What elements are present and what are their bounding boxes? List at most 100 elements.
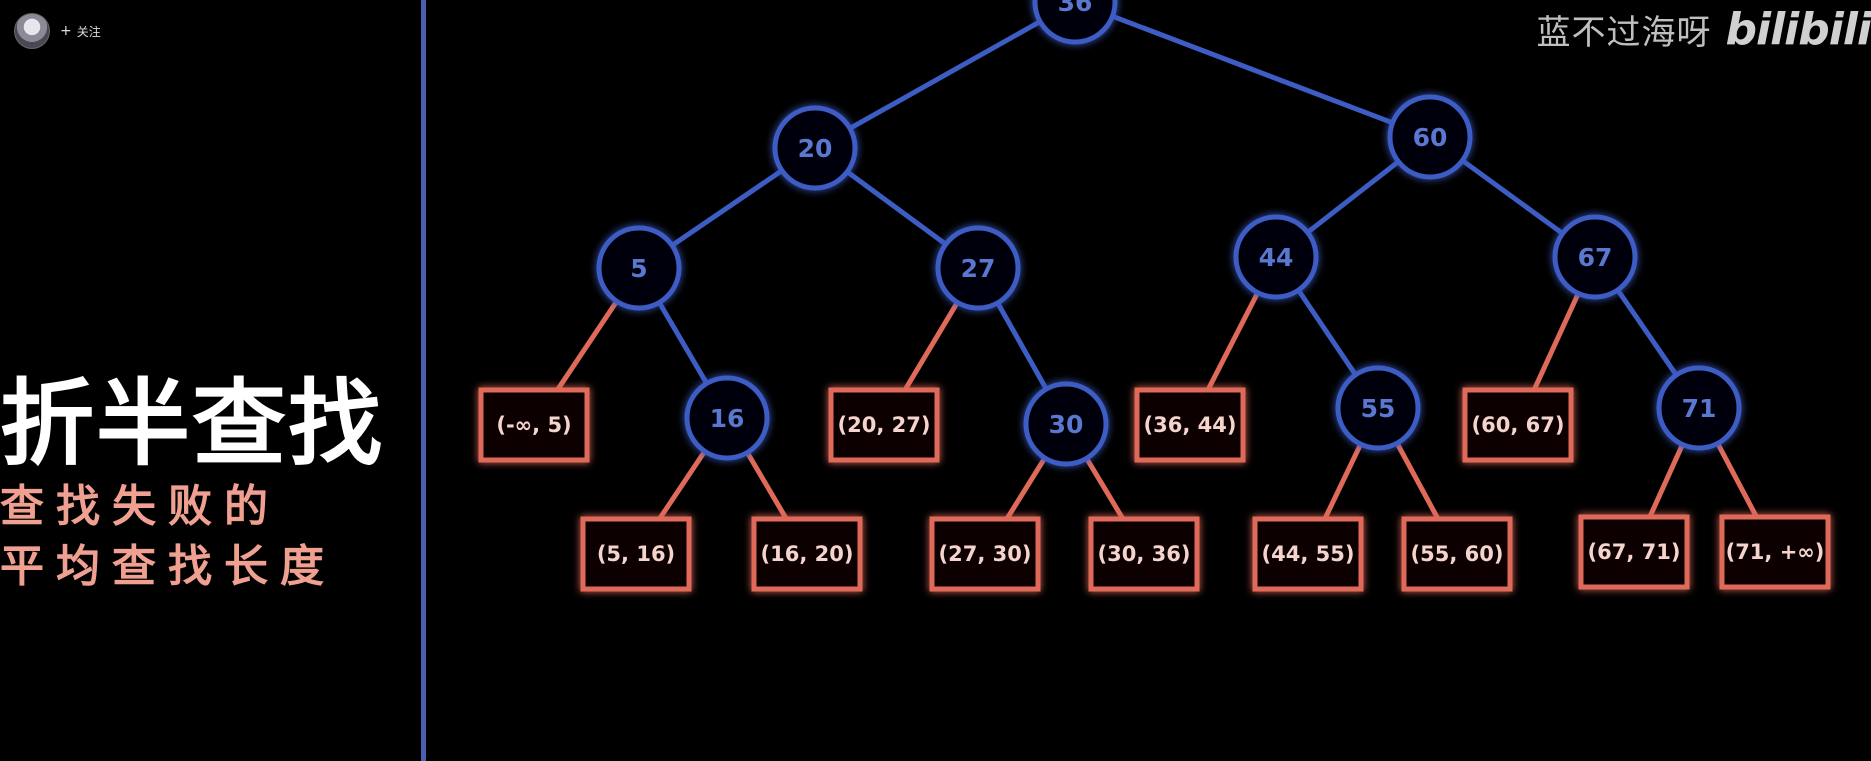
failure-interval-box: (60, 67) bbox=[1462, 387, 1574, 463]
failure-interval-box: (5, 16) bbox=[580, 516, 692, 592]
tree-edge bbox=[1296, 288, 1358, 377]
tree-node-circle bbox=[1552, 214, 1638, 300]
bilibili-logo: bilibili bbox=[1725, 4, 1871, 55]
failure-interval-rect bbox=[580, 516, 692, 592]
tree-edge bbox=[1306, 159, 1400, 235]
failure-interval-label: (55, 60) bbox=[1411, 542, 1504, 566]
tree-edge bbox=[1111, 13, 1394, 126]
failure-interval-box: (20, 27) bbox=[828, 387, 940, 463]
failure-interval-rect bbox=[1088, 516, 1200, 592]
tree-node-circle bbox=[684, 375, 770, 461]
tree-node: 27 bbox=[935, 225, 1021, 311]
tree-node-circle bbox=[1335, 365, 1421, 451]
tree-edge bbox=[1715, 442, 1759, 519]
failure-interval-label: (20, 27) bbox=[838, 413, 931, 437]
tree-node-label: 55 bbox=[1361, 394, 1396, 423]
failure-interval-box: (36, 44) bbox=[1134, 387, 1246, 463]
tree-node: 36 bbox=[1032, 0, 1118, 45]
tree-node: 67 bbox=[1552, 214, 1638, 300]
tree-node-label: 30 bbox=[1049, 410, 1084, 439]
follow-bar: + 关注 bbox=[14, 13, 101, 49]
author-name: 蓝不过海呀 bbox=[1536, 13, 1712, 53]
failure-interval-rect bbox=[1252, 516, 1364, 592]
tree-edge bbox=[1205, 291, 1260, 392]
failure-interval-label: (71, +∞) bbox=[1726, 540, 1825, 564]
tree-edge bbox=[995, 301, 1049, 391]
tree-node-circle bbox=[596, 225, 682, 311]
tree-node-label: 44 bbox=[1259, 243, 1294, 272]
failure-interval-box: (16, 20) bbox=[751, 516, 863, 592]
tree-edge bbox=[1615, 288, 1679, 377]
tree-node: 60 bbox=[1387, 94, 1473, 180]
failure-interval-box: (55, 60) bbox=[1401, 516, 1513, 592]
failure-interval-box: (71, +∞) bbox=[1719, 514, 1831, 590]
failure-interval-label: (16, 20) bbox=[761, 542, 854, 566]
tree-edge bbox=[1322, 442, 1363, 521]
failure-interval-box: (67, 71) bbox=[1578, 514, 1690, 590]
failure-interval-rect bbox=[478, 387, 590, 463]
failure-interval-rect bbox=[1462, 387, 1574, 463]
failure-interval-label: (27, 30) bbox=[939, 542, 1032, 566]
failure-interval-rect bbox=[1401, 516, 1513, 592]
failure-interval-label: (67, 71) bbox=[1588, 540, 1681, 564]
failure-interval-label: (-∞, 5) bbox=[496, 413, 571, 437]
tree-node-circle bbox=[772, 105, 858, 191]
tree-node-circle bbox=[935, 225, 1021, 311]
tree-node-circle bbox=[1387, 94, 1473, 180]
tree-node-label: 27 bbox=[961, 254, 996, 283]
failure-interval-rect bbox=[929, 516, 1041, 592]
failure-interval-label: (5, 16) bbox=[597, 542, 675, 566]
failure-interval-rect bbox=[1719, 514, 1831, 590]
tree-edge bbox=[657, 301, 709, 385]
tree-node: 20 bbox=[772, 105, 858, 191]
failure-interval-rect bbox=[1578, 514, 1690, 590]
avatar[interactable] bbox=[14, 13, 50, 49]
tree-node-circle bbox=[1656, 365, 1742, 451]
failure-interval-label: (44, 55) bbox=[1262, 542, 1355, 566]
tree-edge bbox=[1084, 457, 1126, 521]
failure-interval-box: (-∞, 5) bbox=[478, 387, 590, 463]
tree-node-label: 71 bbox=[1682, 394, 1717, 423]
tree-node-label: 16 bbox=[710, 404, 745, 433]
tree-node: 55 bbox=[1335, 365, 1421, 451]
watermark: 蓝不过海呀 bilibili bbox=[1537, 4, 1871, 55]
failure-interval-label: (60, 67) bbox=[1472, 413, 1565, 437]
follow-button[interactable]: + 关注 bbox=[60, 23, 101, 40]
tree-node-label: 5 bbox=[630, 254, 647, 283]
failure-interval-rect bbox=[1134, 387, 1246, 463]
title-main: 折半查找 bbox=[0, 370, 385, 479]
vertical-divider bbox=[421, 0, 426, 761]
tree-node-circle bbox=[1233, 214, 1319, 300]
tree-edge bbox=[745, 451, 789, 521]
failure-interval-box: (27, 30) bbox=[929, 516, 1041, 592]
tree-node-label: 60 bbox=[1413, 123, 1448, 152]
failure-interval-box: (44, 55) bbox=[1252, 516, 1364, 592]
tree-node-label: 67 bbox=[1578, 243, 1613, 272]
failure-interval-rect bbox=[828, 387, 940, 463]
tree-node: 5 bbox=[596, 225, 682, 311]
tree-node: 16 bbox=[684, 375, 770, 461]
failure-interval-label: (30, 36) bbox=[1098, 542, 1191, 566]
tree-node-label: 36 bbox=[1058, 0, 1093, 17]
tree-node-circle bbox=[1032, 0, 1118, 45]
tree-edge bbox=[555, 299, 619, 392]
tree-edge bbox=[1004, 456, 1047, 521]
tree-edge bbox=[845, 169, 948, 247]
tree-node: 44 bbox=[1233, 214, 1319, 300]
tree-node-circle bbox=[1023, 381, 1109, 467]
subtitle-line-1: 查找失败的 bbox=[0, 481, 280, 532]
tree-node-label: 20 bbox=[798, 134, 833, 163]
tree-node: 71 bbox=[1656, 365, 1742, 451]
failure-interval-label: (36, 44) bbox=[1144, 413, 1237, 437]
plus-icon: + bbox=[60, 23, 72, 39]
tree-edge bbox=[1647, 443, 1685, 519]
tree-edge bbox=[657, 449, 707, 521]
failure-interval-box: (30, 36) bbox=[1088, 516, 1200, 592]
tree-edge bbox=[1394, 441, 1441, 521]
failure-interval-rect bbox=[751, 516, 863, 592]
tree-edge bbox=[902, 301, 960, 392]
tree-edge bbox=[670, 168, 784, 248]
tree-edge bbox=[1460, 158, 1565, 236]
subtitle-line-2: 平均查找长度 bbox=[0, 541, 336, 592]
